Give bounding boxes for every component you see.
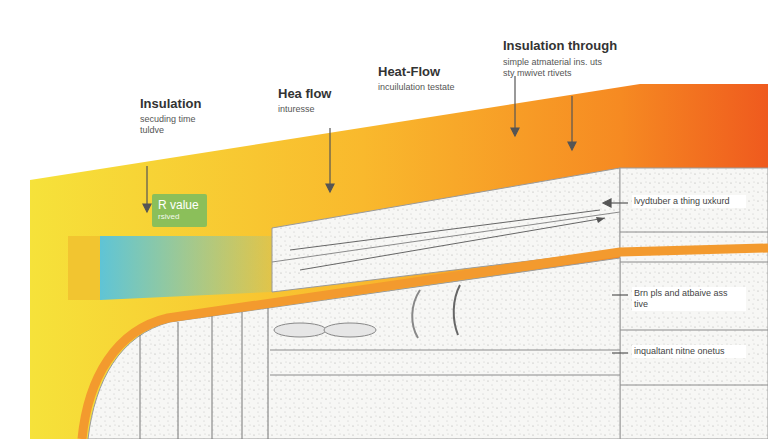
sub-label: simple atmaterial ins. uts sty mwivet rt…	[503, 57, 615, 79]
heading-label: Heat-Flow	[378, 64, 498, 80]
box-title: R value	[158, 198, 201, 212]
sub-label: inturesse	[278, 104, 368, 115]
layer-label: lvydtuber a thing uxkurd	[632, 195, 746, 208]
layer-label: Brn pls and atbaive ass tive	[632, 287, 746, 311]
heading-label: Insulation	[140, 96, 280, 112]
layer-label: inqualtant nitne onetus	[632, 345, 746, 358]
heading-label: Insulation through	[503, 38, 653, 54]
sub-label: secuding time tuldve	[140, 114, 202, 136]
value-box: R valuersived	[152, 194, 207, 227]
sub-label: incuilulation testate	[378, 82, 498, 93]
box-note: rsived	[158, 212, 201, 221]
